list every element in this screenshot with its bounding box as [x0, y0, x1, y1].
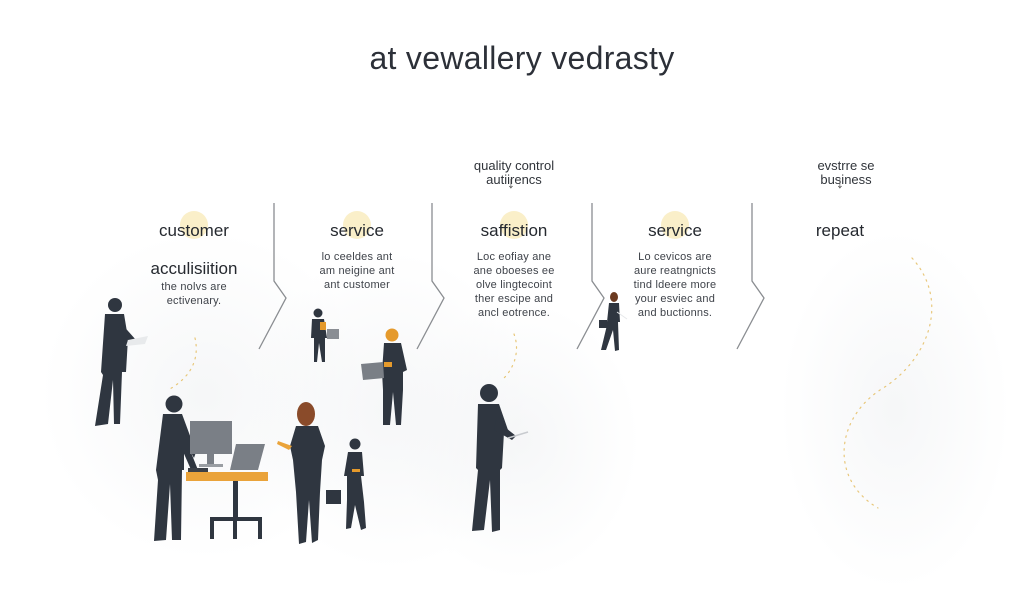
dotted-path [843, 257, 933, 509]
annotation-business: evstrre se business [776, 145, 916, 187]
step-repeat: repeat [770, 221, 910, 241]
annotation-quality-control: quality control autiirencs [444, 145, 584, 187]
step-service-2: service Lo cevicos are aure reatngnicts … [605, 211, 745, 320]
figure-man-with-folder [361, 328, 407, 425]
figure-woman-with-handbag [599, 292, 628, 351]
step-label: service [648, 221, 702, 240]
separator-chevron [576, 203, 605, 350]
figure-man-with-tablet [95, 298, 148, 426]
step-description: lo ceeldes ant am neigine ant ant custom… [319, 251, 395, 291]
figure-small-woman-with-bag [326, 438, 366, 530]
figure-man-with-briefcase [311, 308, 339, 362]
highlight-dot [180, 211, 208, 239]
dotted-path [167, 337, 197, 391]
separator-chevron [416, 203, 445, 350]
step-description: Lo cevicos are aure reatngnicts tind lde… [633, 251, 717, 319]
separator-chevron [258, 203, 287, 350]
step-label: saffistion [480, 221, 548, 240]
highlight-dot [500, 211, 528, 239]
highlight-dot [661, 211, 689, 239]
step-description: Loc eofiay ane ane oboeses ee olve lingt… [473, 251, 555, 319]
dotted-path [501, 333, 518, 381]
annotation-text: quality control autiirencs [473, 158, 555, 187]
step-satisfaction: saffistion Loc eofiay ane ane oboeses ee… [444, 211, 584, 320]
figure-woman-walking [277, 402, 325, 544]
arrow-down-icon: ↓ [507, 175, 515, 192]
separator-chevron [736, 203, 765, 350]
step-customer-acquisition: customer acculisiition the nolvs are ect… [124, 211, 264, 308]
step-service: service lo ceeldes ant am neigine ant an… [287, 211, 427, 292]
step-label: service [330, 221, 384, 240]
step-sublabel: acculisiition [150, 259, 238, 278]
step-label: customer [159, 221, 229, 240]
step-description: the nolvs are ectivenary. [161, 281, 227, 307]
figure-man-with-stylus [472, 384, 529, 532]
highlight-dot [343, 211, 371, 239]
diagram-title: at vewallery vedrasty [369, 40, 675, 76]
step-label: repeat [815, 221, 865, 240]
figure-man-at-desk [154, 395, 268, 541]
arrow-down-icon: ↓ [836, 175, 844, 192]
annotation-text: evstrre se business [817, 158, 875, 187]
step-separators [258, 203, 765, 350]
